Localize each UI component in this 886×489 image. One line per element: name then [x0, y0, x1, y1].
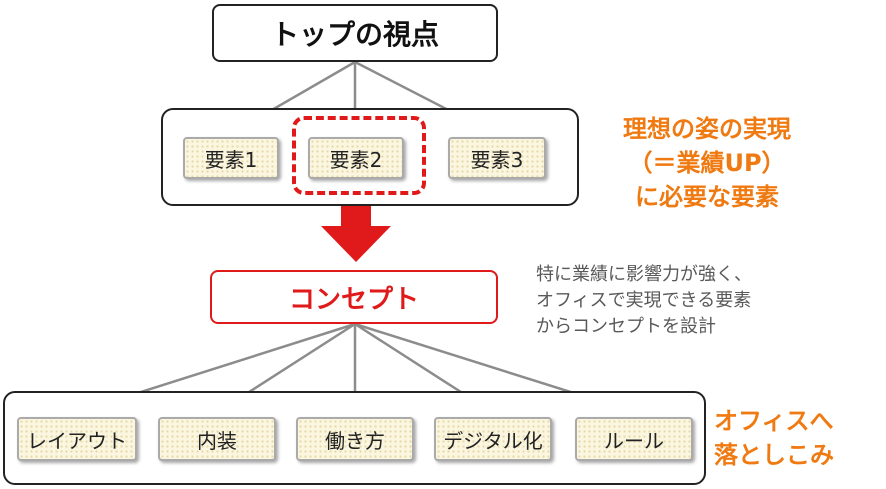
rules-box: ルール	[575, 417, 693, 461]
side-note-mid-line-2: オフィスで実現できる要素	[536, 290, 752, 311]
concept-box: コンセプト	[210, 270, 498, 324]
side-note-bottom-line-1: オフィスへ	[714, 407, 834, 435]
side-note-bottom: オフィスへ 落としこみ	[714, 404, 854, 472]
side-note-mid-line-3: からコンセプトを設計	[536, 316, 716, 337]
side-note-top: 理想の姿の実現 （＝業績UP） に必要な要素	[596, 112, 818, 214]
element-3-box: 要素3	[448, 137, 546, 179]
workstyle-label: 働き方	[325, 428, 385, 453]
element-2-label: 要素2	[329, 147, 383, 172]
layout-label: レイアウト	[27, 428, 127, 453]
side-note-mid-line-1: 特に業績に影響力が強く、	[536, 264, 752, 285]
workstyle-box: 働き方	[296, 417, 414, 461]
element-2-highlight	[292, 116, 426, 195]
interior-label: 内装	[197, 428, 237, 453]
digitalization-label: デジタル化	[443, 428, 543, 453]
side-note-top-line-2: （＝業績UP）	[628, 149, 786, 177]
side-note-mid: 特に業績に影響力が強く、 オフィスで実現できる要素 からコンセプトを設計	[536, 262, 776, 340]
concept-label: コンセプト	[288, 284, 419, 315]
layout-box: レイアウト	[17, 417, 137, 461]
side-note-bottom-line-2: 落としこみ	[714, 441, 834, 469]
top-perspective-label: トップの視点	[270, 18, 439, 51]
element-2-box: 要素2	[308, 137, 404, 179]
interior-box: 内装	[158, 417, 276, 461]
side-note-top-line-1: 理想の姿の実現	[623, 115, 791, 143]
digitalization-box: デジタル化	[434, 417, 552, 461]
side-note-top-line-3: に必要な要素	[635, 183, 779, 211]
red-down-arrow	[321, 194, 391, 262]
element-3-label: 要素3	[470, 147, 524, 172]
rules-label: ルール	[604, 428, 664, 453]
element-1-box: 要素1	[183, 137, 279, 179]
top-perspective-box: トップの視点	[212, 4, 498, 62]
element-1-label: 要素1	[204, 147, 258, 172]
